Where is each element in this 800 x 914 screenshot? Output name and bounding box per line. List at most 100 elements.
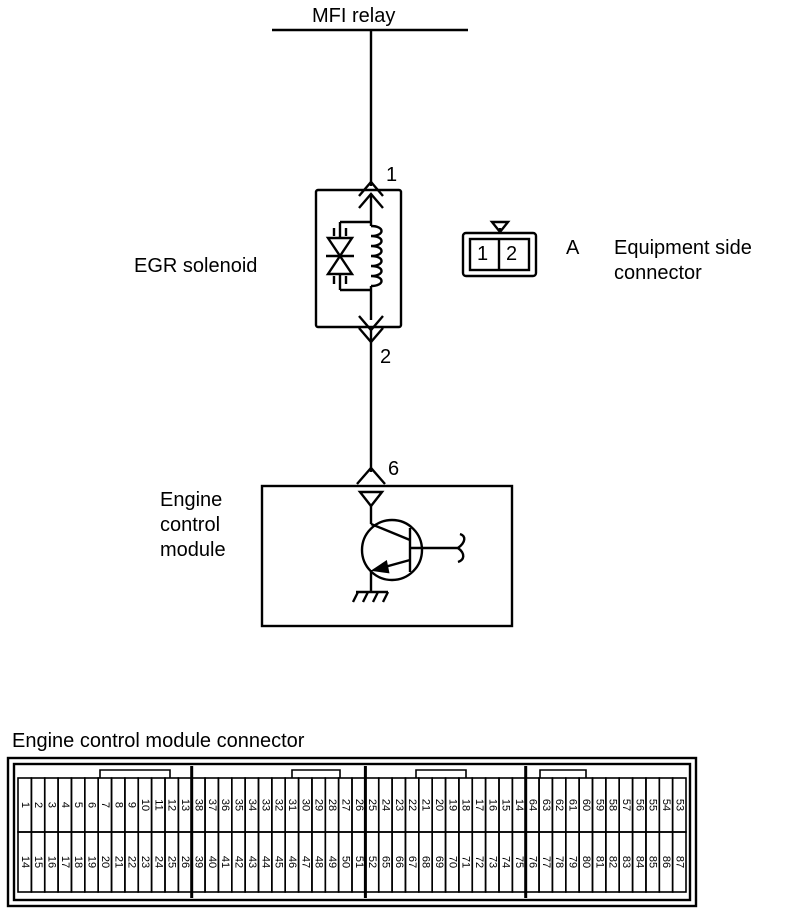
ecm-pin-top-number: 64 <box>526 799 538 811</box>
ecm-pin-bottom-number: 40 <box>206 856 218 868</box>
ecm-pin-bottom-number: 19 <box>86 856 98 868</box>
transistor-collector <box>370 522 411 542</box>
ecm-connector-latch-tab <box>539 769 587 778</box>
ecm-pin-bottom-number: 70 <box>446 856 458 868</box>
ecm-pin-bottom-number: 17 <box>59 856 71 868</box>
ecm-pin-top-number: 54 <box>660 799 672 811</box>
ecm-pin-top-number: 33 <box>259 799 271 811</box>
ecm-pin-top-number: 34 <box>246 799 258 811</box>
ecm-pin-top-number: 14 <box>513 799 525 811</box>
ecm-pin-bottom-number: 67 <box>406 856 418 868</box>
ecm-pin-top-number: 16 <box>486 799 498 811</box>
ecm-pin-top-number: 36 <box>219 799 231 811</box>
ecm-pin-bottom-number: 45 <box>273 856 285 868</box>
ecm-pin-bottom-number: 76 <box>526 856 538 868</box>
ecm-pin-top-number: 6 <box>86 802 98 808</box>
ecm-pin-top-number: 1 <box>19 802 31 808</box>
ecm-pin-bottom-number: 85 <box>647 856 659 868</box>
ecm-pin-bottom-number: 82 <box>607 856 619 868</box>
ecm-pin-top-number: 63 <box>540 799 552 811</box>
ecm-pin-top-number: 58 <box>607 799 619 811</box>
ecm-pin-top-number: 59 <box>593 799 605 811</box>
ecm-pin-top-number: 11 <box>152 799 164 810</box>
ecm-pin-top-number: 26 <box>353 799 365 811</box>
ecm-pin-top-number: 56 <box>633 799 645 811</box>
ecm-pin-top-number: 5 <box>72 802 84 808</box>
connector-pin-2: 2 <box>506 243 518 265</box>
ecm-pin-top-number: 32 <box>273 799 285 811</box>
ecm-pin-bottom-number: 39 <box>192 856 204 868</box>
ecm-pin-bottom-number: 42 <box>232 856 244 868</box>
ecm-pin-top-number: 17 <box>473 799 485 811</box>
ecm-pin-top-number: 25 <box>366 799 378 811</box>
ecm-pin-bottom-number: 72 <box>473 856 485 868</box>
pin-6-label: 6 <box>388 458 400 480</box>
pin-1-label: 1 <box>386 164 398 186</box>
ecm-pin-top-number: 35 <box>232 799 244 811</box>
diode-upper-triangle <box>325 236 355 259</box>
ecm-pin-top-number: 31 <box>286 799 298 811</box>
ecm-pin-top-number: 38 <box>192 799 204 811</box>
ecm-pin-bottom-number: 22 <box>126 856 138 868</box>
ecm-pin-bottom-number: 24 <box>152 856 164 868</box>
ecm-pin-bottom-number: 51 <box>353 856 365 868</box>
ecm-label-2: control <box>160 514 221 536</box>
ecm-pin-bottom-number: 74 <box>500 856 512 868</box>
ecm-pin-bottom-number: 77 <box>540 856 552 868</box>
ecm-pin-top-number: 57 <box>620 799 632 811</box>
ecm-pin-top-number: 60 <box>580 799 592 811</box>
ecm-pin-bottom-number: 18 <box>72 856 84 868</box>
mfi-relay-label: MFI relay <box>312 5 396 27</box>
ecm-pin-bottom-number: 50 <box>339 856 351 868</box>
ecm-box <box>260 484 514 628</box>
ecm-pin-bottom-number: 16 <box>45 856 57 868</box>
ecm-pin-top-number: 3 <box>45 802 57 808</box>
ecm-label-1: Engine <box>160 489 223 511</box>
ecm-pin-bottom-number: 71 <box>460 856 472 868</box>
ecm-pin-top-number: 61 <box>566 799 578 811</box>
ecm-pin-bottom-number: 75 <box>513 856 525 868</box>
ecm-connector-latch-tab <box>291 769 341 778</box>
ecm-pin-top-number: 55 <box>647 799 659 811</box>
ecm-pin-top-number: 53 <box>673 799 685 811</box>
ecm-pin-bottom-number: 23 <box>139 856 151 868</box>
ecm-pin-top-number: 2 <box>32 802 44 808</box>
ecm-pin-top-number: 13 <box>179 799 191 811</box>
ecm-pin-top-number: 20 <box>433 799 445 811</box>
ecm-pin-bottom-number: 14 <box>19 856 31 868</box>
ecm-pin-bottom-number: 69 <box>433 856 445 868</box>
ecm-pin-top-number: 28 <box>326 799 338 811</box>
ecm-pin-top-number: 9 <box>126 802 138 808</box>
ecm-connector-latch-tab <box>99 769 171 778</box>
ecm-pin-bottom-cell <box>671 831 687 893</box>
ecm-pin-triangle <box>357 490 385 508</box>
ecm-pin-bottom-number: 43 <box>246 856 258 868</box>
ecm-pin-top-number: 8 <box>112 802 124 808</box>
ecm-pin-bottom-number: 80 <box>580 856 592 868</box>
ecm-pin-top-number: 12 <box>166 799 178 811</box>
equipment-side-label-1: Equipment side <box>614 237 752 259</box>
ecm-pin-bottom-number: 79 <box>566 856 578 868</box>
ecm-connector-frame <box>6 756 698 908</box>
ecm-pin-bottom-number: 49 <box>326 856 338 868</box>
ecm-pin-bottom-number: 65 <box>379 856 391 868</box>
ecm-pin-top-number: 24 <box>379 799 391 811</box>
ecm-pin-bottom-number: 86 <box>660 856 672 868</box>
connector-pin-1: 1 <box>477 243 489 265</box>
ecm-pin-bottom-number: 83 <box>620 856 632 868</box>
connector-letter-a: A <box>566 237 580 259</box>
ecm-pin-bottom-number: 20 <box>99 856 111 868</box>
ecm-pin-top-number: 18 <box>460 799 472 811</box>
ecm-pin-top-number: 37 <box>206 799 218 811</box>
ecm-pin-bottom-number: 48 <box>313 856 325 868</box>
ecm-pin-bottom-number: 66 <box>393 856 405 868</box>
ecm-pin-bottom-number: 26 <box>179 856 191 868</box>
equipment-side-label-2: connector <box>614 262 702 284</box>
ecm-pin-top-number: 29 <box>313 799 325 811</box>
terminal-6-chevron <box>356 466 386 485</box>
egr-solenoid-box <box>314 188 403 329</box>
ecm-pin-top-number: 23 <box>393 799 405 811</box>
ecm-pin-bottom-number: 25 <box>166 856 178 868</box>
ecm-pin-top-number: 21 <box>420 799 432 811</box>
